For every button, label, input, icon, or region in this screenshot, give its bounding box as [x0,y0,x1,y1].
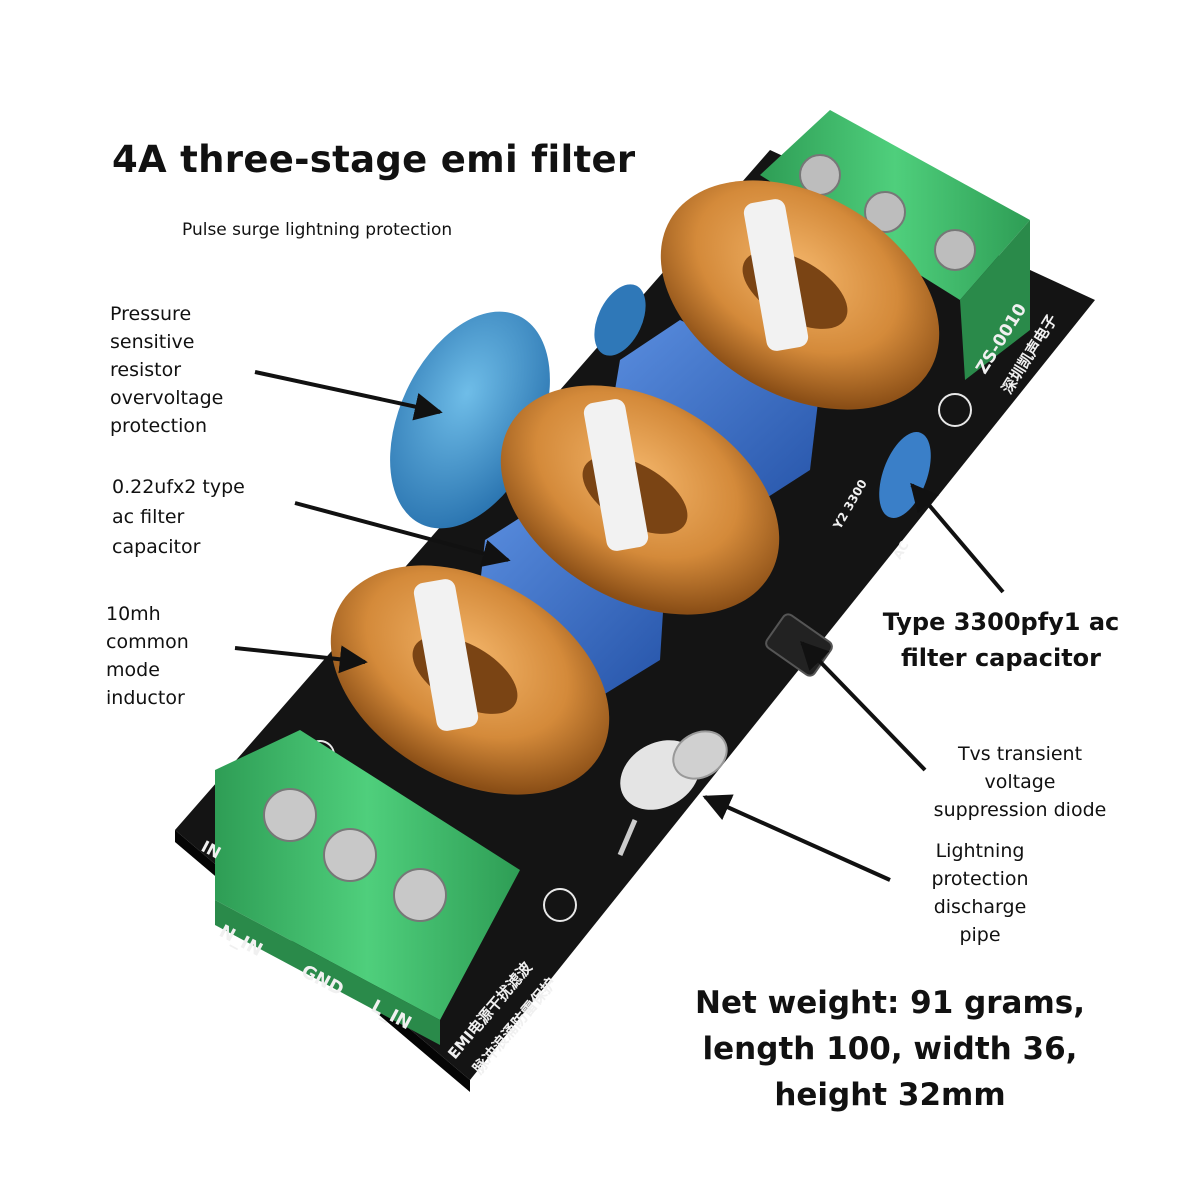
arrow-inductor [234,645,368,674]
callout-arrows [234,370,1005,882]
arrow-x-capacitor [294,501,511,568]
label-y-capacitor: Type 3300pfy1 ac filter capacitor [882,608,1120,672]
label-x-capacitor: 0.22ufx2 type ac filter capacitor [112,476,245,558]
product-specs: Net weight: 91 grams, length 100, width … [695,985,1085,1113]
mount-hole [543,888,577,922]
arrow-varistor [254,370,443,421]
page-title: 4A three-stage emi filter [112,138,636,181]
inductor-top [660,180,940,410]
inductor-bottom [330,565,610,795]
inductor-middle [500,385,780,615]
page-subtitle: Pulse surge lightning protection [182,220,453,240]
label-varistor: Pressure sensitive resistor overvoltage … [110,303,224,437]
arrow-discharge-tube [702,794,891,882]
arrow-y-capacitor [910,482,1005,594]
arrow-tvs-diode [800,640,927,772]
label-discharge-tube: Lightning protection discharge pipe [931,840,1029,946]
label-inductor: 10mh common mode inductor [106,603,189,709]
input-terminal-block [215,730,520,1045]
label-tvs-diode: Tvs transient voltage suppression diode [933,743,1107,821]
mount-hole [938,393,972,427]
discharge-tube [617,730,728,856]
